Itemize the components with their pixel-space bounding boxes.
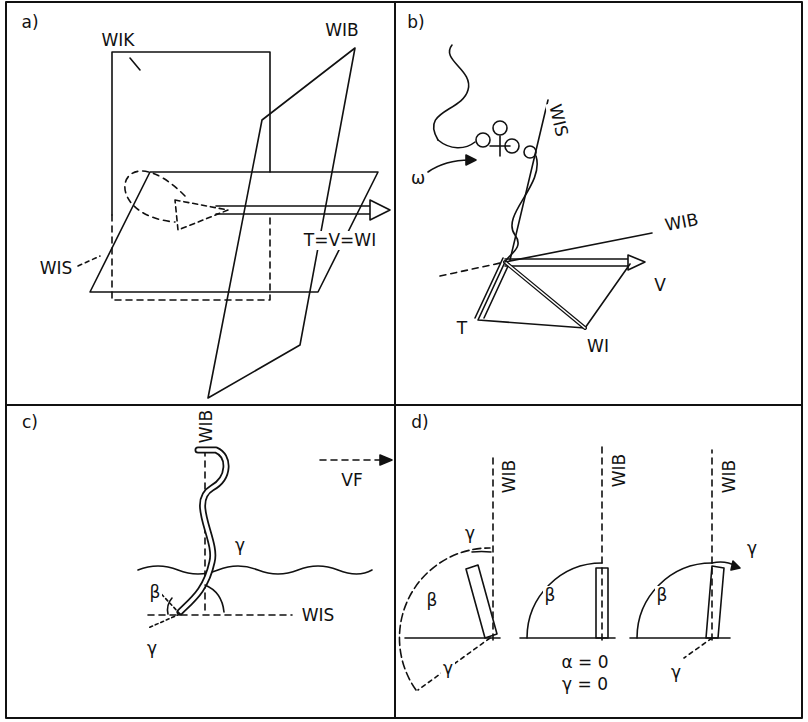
angle-label: γ — [441, 659, 455, 678]
plane-label: WIB — [501, 457, 520, 495]
panel-letter: d) — [409, 413, 430, 432]
plane-label: WIB — [323, 21, 361, 40]
plane-label: WIS — [38, 259, 75, 278]
plane-label: WIB — [721, 457, 740, 495]
angle-label: β — [425, 591, 440, 610]
panel-letter: b) — [405, 13, 426, 32]
angle-label: γ — [669, 663, 683, 682]
plane-label: WIB — [198, 407, 217, 445]
vector-label: V — [652, 276, 668, 295]
plane-label: WIB — [611, 451, 630, 489]
angle-label: β — [543, 586, 558, 605]
angle-label: γ — [463, 524, 477, 543]
angle-label: γ — [233, 536, 247, 555]
panel-letter: a) — [19, 13, 40, 32]
plane-label: WIS — [545, 100, 572, 140]
vector-label: WI — [585, 337, 611, 356]
angle-label: γ — [745, 539, 759, 558]
rotation-label: ω — [409, 169, 427, 188]
angle-label: γ — [145, 639, 159, 658]
vector-label: T=V=WI — [302, 231, 378, 250]
plane-label: WIK — [100, 31, 137, 50]
panel-letter: c) — [20, 413, 40, 432]
plane-label: WIB — [662, 209, 702, 235]
plane-label: WIS — [300, 606, 337, 625]
angle-label: α = 0 — [559, 653, 610, 672]
angle-label: β — [655, 586, 670, 605]
angle-label: β — [148, 583, 163, 602]
vector-label: T — [455, 319, 469, 338]
angle-label: γ = 0 — [560, 675, 610, 694]
velocity-label: VF — [339, 471, 364, 490]
